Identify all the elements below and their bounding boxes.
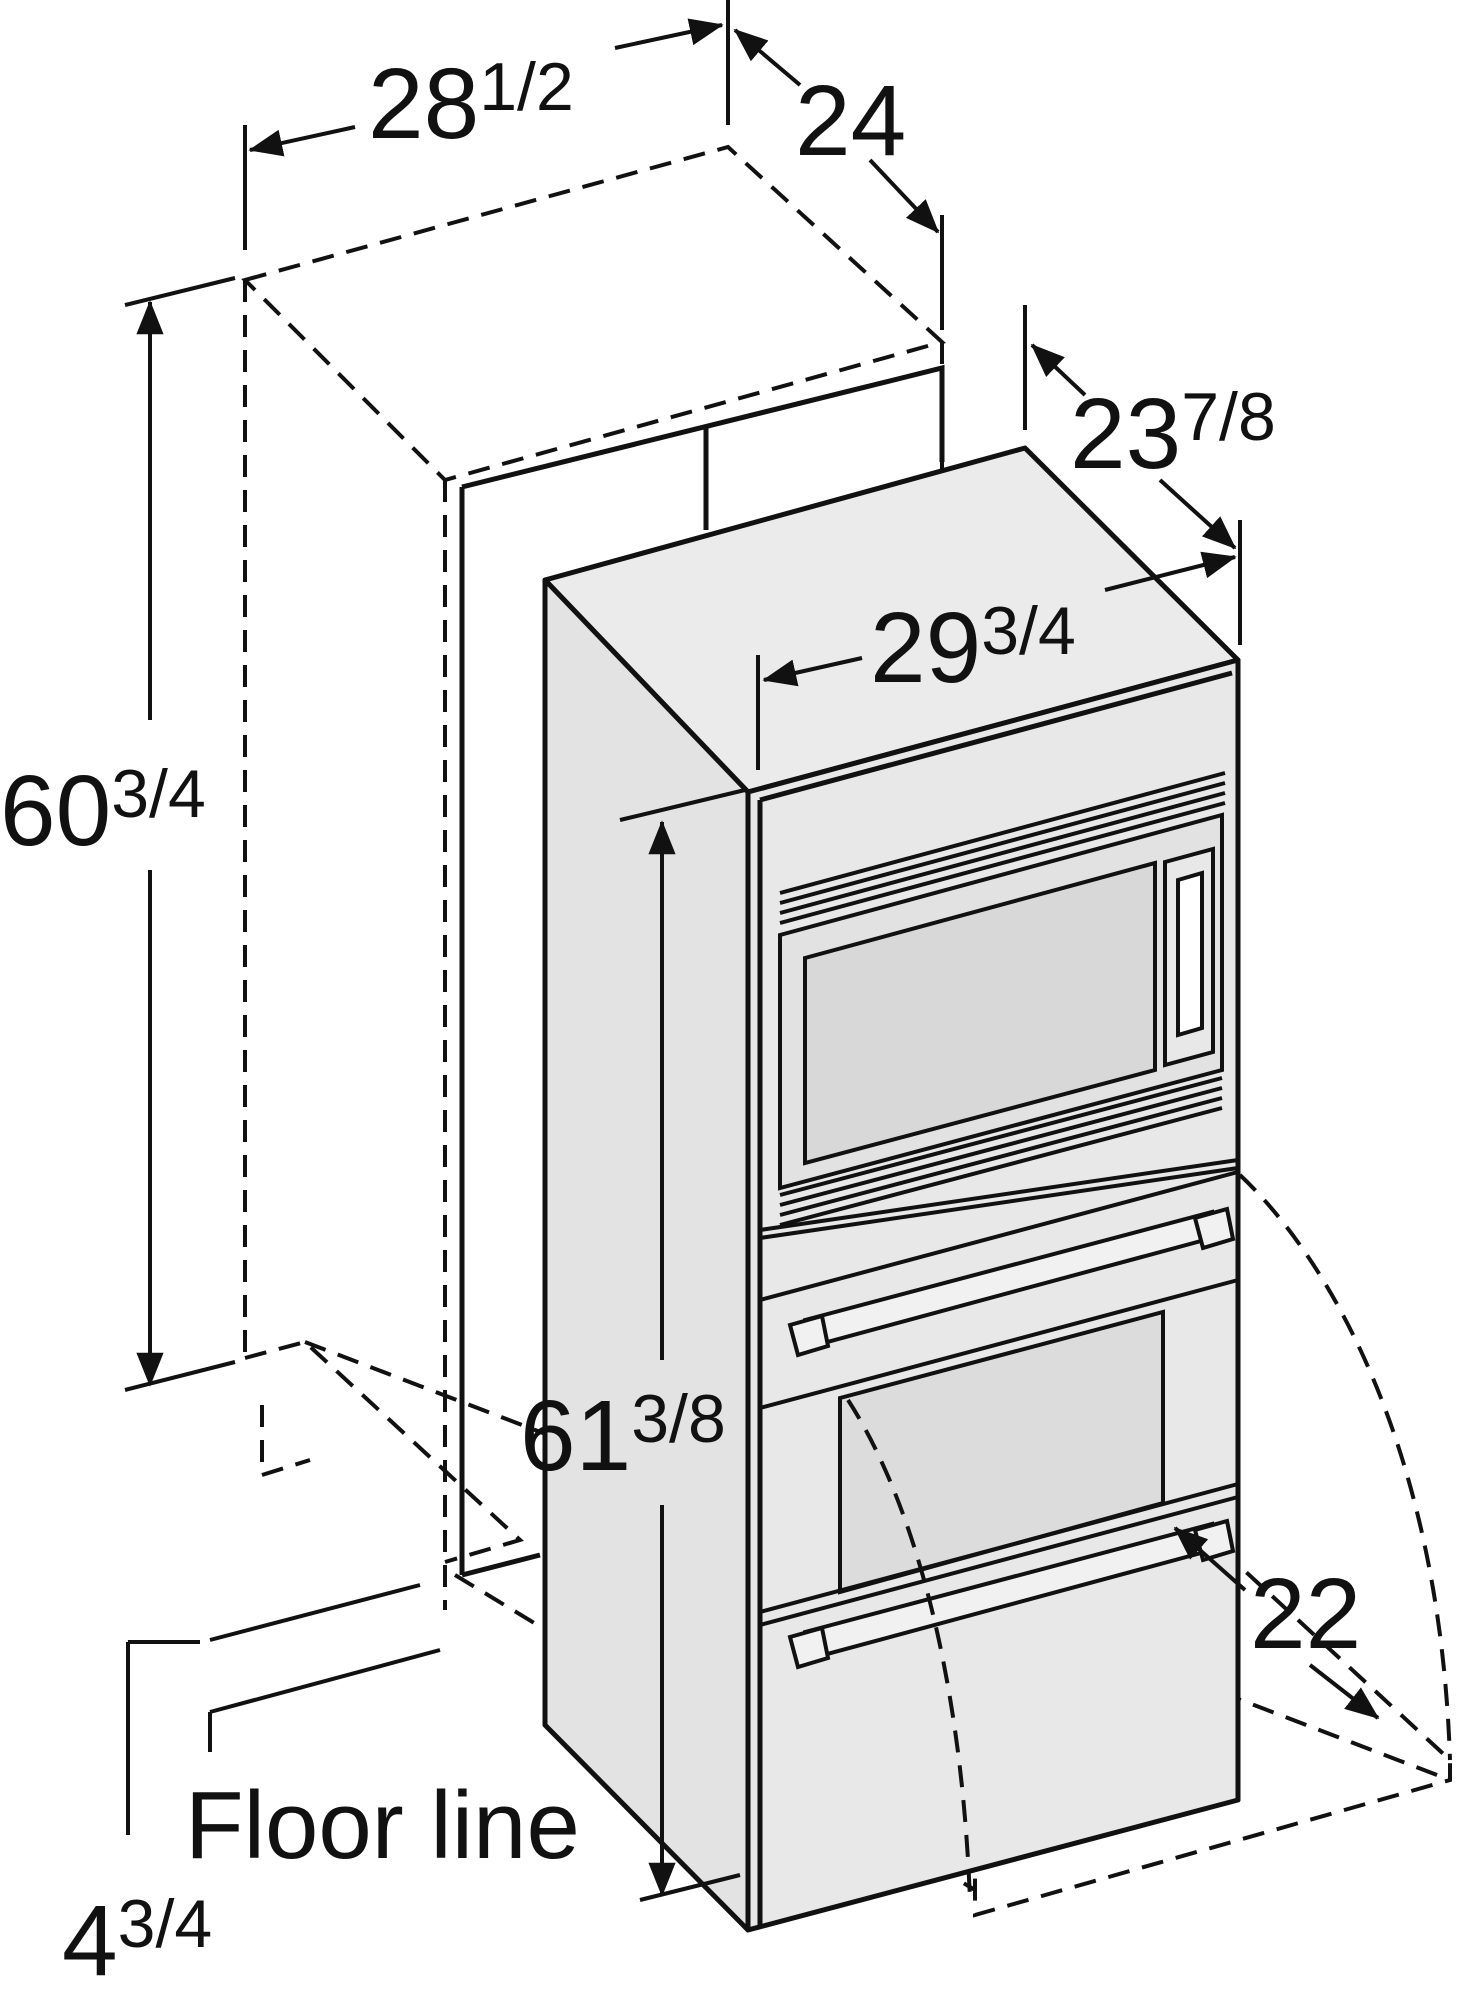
front-bevel: [759, 670, 1233, 803]
label-appliance-height: 613/8: [520, 1380, 726, 1492]
dimension-labels: 281/2 24 603/4 237/8 293/4 613/8 22 Floo…: [0, 48, 1361, 1997]
lower-oven-top-line-2: [759, 1495, 1239, 1627]
arrow-appliance-depth-top: [1030, 343, 1087, 397]
arrow-cutout-depth-bottom: [868, 158, 940, 234]
lower-oven: [759, 1482, 1239, 1670]
arrow-cutout-width-left: [248, 125, 356, 157]
floor-line-label: Floor line: [185, 1772, 580, 1879]
floor-ext-2: [209, 1648, 441, 1714]
microwave-display: [1176, 870, 1204, 1038]
label-floor-offset: 43/4: [62, 1885, 212, 1997]
label-cutout-height: 603/4: [0, 755, 206, 867]
ext-line-height-top: [124, 276, 236, 307]
cutout-floor-slab: [244, 1339, 524, 1564]
lower-door-swing-arc: [846, 1398, 972, 1901]
trim-frame: [459, 364, 945, 1578]
upper-oven-top-line: [759, 1166, 1239, 1240]
appliance-side: [542, 577, 751, 1933]
cutout-base-left: [260, 1405, 311, 1478]
arrow-door-clearance-bottom: [1308, 1663, 1380, 1720]
microwave-vent-bottom: [779, 1076, 1223, 1227]
cutout-top: [241, 144, 947, 483]
microwave-window: [803, 860, 1157, 1166]
label-door-clearance: 22: [1250, 1558, 1361, 1670]
microwave-section: [759, 771, 1239, 1232]
dimension-lines: [124, 0, 1380, 1902]
upper-oven-handle[interactable]: [787, 1206, 1236, 1358]
upper-oven: [759, 1166, 1240, 1595]
lower-oven-handle[interactable]: [787, 1518, 1236, 1670]
trim-top-edge: [461, 364, 945, 490]
label-cutout-width: 281/2: [368, 48, 574, 160]
door-swing: [846, 1173, 1452, 1901]
arrow-appliance-depth-bottom: [1158, 478, 1237, 550]
arrow-appliance-width-left: [762, 656, 863, 687]
arrow-cutout-width-right: [614, 18, 724, 50]
trim-bottom: [461, 1552, 541, 1578]
arrow-appliance-width-right: [1104, 551, 1237, 592]
label-appliance-depth: 237/8: [1070, 378, 1276, 490]
ext-line-height-bottom: [124, 1360, 236, 1392]
upper-door-swing-arc: [1238, 1173, 1452, 1761]
upper-oven-door: [759, 1169, 1240, 1410]
microwave-vent-top: [779, 771, 1226, 925]
lower-oven-top-line: [759, 1482, 1239, 1614]
arrow-cutout-depth-top: [733, 28, 802, 87]
ext-line-apph-top: [619, 788, 746, 822]
label-cutout-depth: 24: [795, 65, 906, 177]
floor-ext-1: [209, 1583, 421, 1642]
label-appliance-width: 293/4: [870, 592, 1076, 704]
arrow-door-clearance-top: [1173, 1526, 1247, 1592]
microwave-divider: [759, 1158, 1239, 1232]
cutout-floor-right: [973, 1523, 1452, 1918]
